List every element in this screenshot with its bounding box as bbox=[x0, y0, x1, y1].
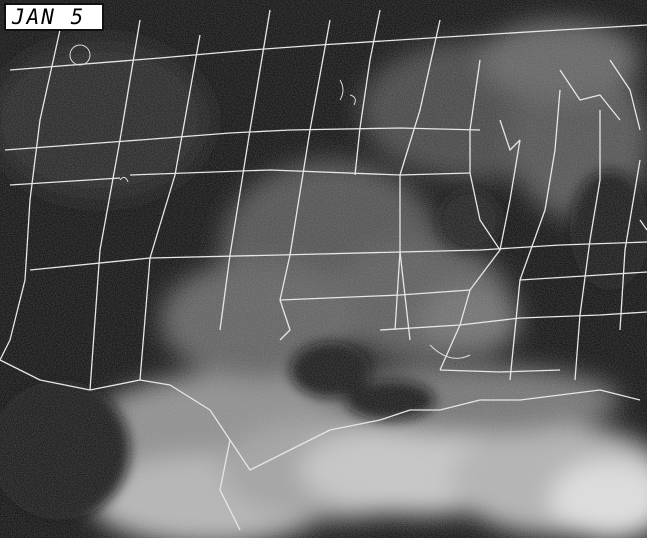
coastline-details bbox=[69, 44, 471, 359]
date-label: JAN 5 bbox=[4, 3, 104, 31]
state-borders bbox=[0, 9, 647, 531]
